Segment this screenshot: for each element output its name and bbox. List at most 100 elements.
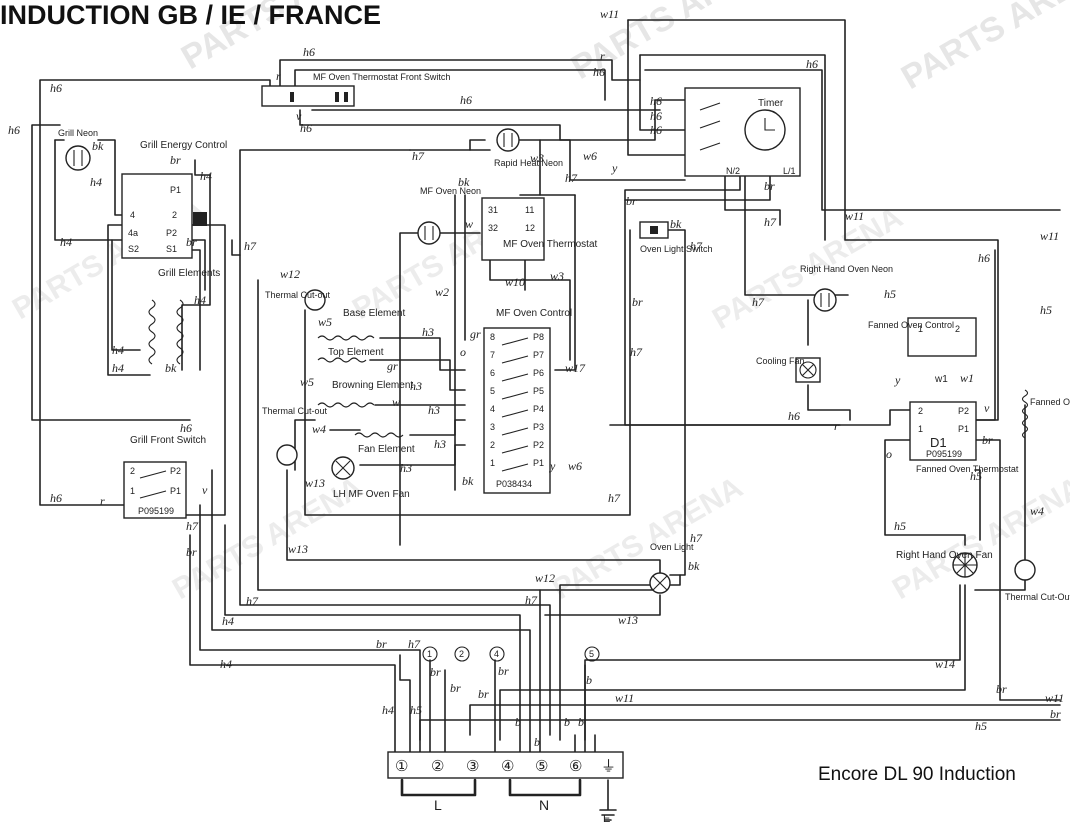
pin-label: 4a	[128, 228, 138, 238]
pin-label: P1	[958, 424, 969, 434]
wire-tag: br	[982, 433, 993, 447]
wire-tag: w11	[1040, 229, 1059, 243]
wire-tag: h7	[408, 637, 421, 651]
wire-tag: b	[534, 735, 540, 749]
pin-label: 1	[918, 424, 923, 434]
wire-tag: w4	[1030, 504, 1044, 518]
mf-oven-neon: MF Oven Neon	[417, 186, 481, 245]
grill-neon-label: Grill Neon	[58, 128, 98, 138]
pin-label: P4	[533, 404, 544, 414]
pin-label: P2	[170, 466, 181, 476]
wire-tag: h5	[410, 703, 422, 717]
wire-tag: w4	[312, 422, 326, 436]
energy-control-terminal	[193, 212, 207, 226]
wire-h6	[639, 54, 691, 131]
rh-oven-neon: Right Hand Oven Neon	[800, 264, 893, 312]
wire-tag: h7	[565, 171, 578, 185]
wire-tag: h4	[90, 175, 102, 189]
pin-label: 2	[130, 466, 135, 476]
mf-thermostat-switch-label: MF Oven Thermostat Front Switch	[313, 72, 450, 82]
pin-label: P2	[958, 406, 969, 416]
wire-tag: bk	[165, 361, 177, 375]
watermark: PARTS ARENA	[887, 471, 1070, 606]
wire-tag: br	[186, 545, 197, 559]
part-number-label: P095199	[138, 506, 174, 516]
wire-tag: bk	[458, 175, 470, 189]
wire-v	[107, 224, 151, 376]
wire-tag: h6	[650, 94, 662, 108]
wire-tag: br	[632, 295, 643, 309]
fanned-thermostat-body	[909, 401, 977, 461]
pin-label: 7	[490, 350, 495, 360]
wire-tag: w5	[300, 375, 314, 389]
wire-tag: w1	[960, 371, 974, 385]
wire-tag: w2	[435, 285, 449, 299]
wire-b	[974, 579, 1026, 591]
wire-tag: w	[465, 217, 473, 231]
wire-tag: h5	[894, 519, 906, 533]
wire-tag: h3	[422, 325, 434, 339]
thermal-cutout-mid-label: Thermal Cut-out	[262, 406, 328, 416]
pin-label: P2	[166, 228, 177, 238]
wire-marker-label: 1	[427, 649, 432, 659]
pin-label: 8	[490, 332, 495, 342]
wire-h6	[31, 124, 191, 421]
switch-contact	[335, 92, 339, 102]
wire-tag: o	[460, 345, 466, 359]
wire-tag: y	[894, 373, 901, 387]
fan-element-coil	[354, 432, 404, 438]
clock-hands	[764, 118, 775, 131]
mf-oven-thermostat: 31 11 32 12 MF Oven Thermostat	[481, 197, 598, 261]
pin-label: 6	[490, 368, 495, 378]
wire-markers: 1 2 4 5	[422, 646, 600, 662]
wire-tag: w13	[618, 613, 638, 627]
grill-switch-body	[123, 461, 187, 519]
wire-h6	[279, 59, 641, 98]
wire-h7	[239, 149, 411, 256]
wire-tag: b	[515, 715, 521, 729]
wire-h7	[744, 174, 816, 296]
wire-tag: o	[886, 447, 892, 461]
wire-r	[609, 409, 911, 426]
terminal-1: ①	[395, 758, 408, 775]
pin-label: L/1	[783, 166, 796, 176]
part-number-label: P038434	[496, 479, 532, 489]
wire-tag: h3	[410, 379, 422, 393]
pin-label: P2	[533, 440, 544, 450]
wire-tag: h4	[200, 169, 212, 183]
switch-body	[261, 85, 355, 107]
fanned-control-body	[907, 317, 977, 357]
terminal-3: ③	[466, 758, 479, 775]
pin-label: N/2	[726, 166, 740, 176]
timer-label: Timer	[758, 98, 784, 109]
mf-oven-neon-label: MF Oven Neon	[420, 186, 481, 196]
mf-oven-control: MF Oven Control 8 7 6 5 4 3 2 1 P8 P7 P6…	[483, 308, 572, 494]
rh-oven-neon-label: Right Hand Oven Neon	[800, 264, 893, 274]
wire-tag: h6	[460, 93, 472, 107]
wire-tag: h7	[246, 594, 259, 608]
wire-tag: h5	[884, 287, 896, 301]
wire-tag: bk	[670, 217, 682, 231]
fan-blades	[801, 363, 815, 377]
neon-electrodes	[820, 293, 830, 307]
fan-blades	[953, 553, 977, 577]
fanned-oven-control: Fanned Oven Control 1 2 w1	[868, 317, 977, 385]
pin-label: S1	[166, 244, 177, 254]
pin-label: S2	[128, 244, 139, 254]
oven-light-switch-label: Oven Light Switch	[640, 244, 713, 254]
thermal-cutout-icon	[1014, 559, 1036, 581]
oven-control-body	[483, 327, 551, 494]
watermark: PARTS ARENA	[895, 0, 1070, 97]
lh-mf-oven-fan: LH MF Oven Fan	[331, 456, 410, 500]
wire-tag: h6	[180, 421, 192, 435]
grill-elements-label: Grill Elements	[158, 268, 220, 279]
terminal-2: ②	[431, 758, 444, 775]
oven-light-switch: Oven Light Switch	[639, 221, 713, 254]
fanned-oven-control-label: Fanned Oven Control	[868, 320, 954, 330]
switch-toggle	[650, 226, 658, 234]
terminal-4: ④	[501, 758, 514, 775]
wire-tag: h6	[978, 251, 990, 265]
thermal-cutout-right: Thermal Cut-Out	[1005, 559, 1070, 602]
thermostat-body	[481, 197, 545, 261]
